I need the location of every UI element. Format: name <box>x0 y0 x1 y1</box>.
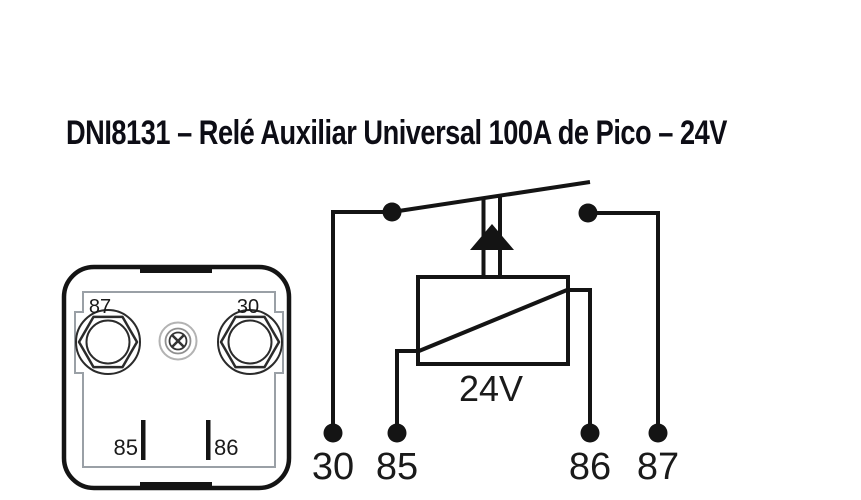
terminal-dot-87 <box>648 423 668 443</box>
socket-label-86: 86 <box>214 435 238 460</box>
coil-voltage-label: 24V <box>459 368 523 409</box>
circuit-label-85: 85 <box>376 446 418 488</box>
switch-blade <box>391 180 591 214</box>
stud-terminal-87-icon <box>75 309 141 375</box>
wire-terminal-30 <box>331 210 392 433</box>
switch-contact-dot-left <box>382 202 402 222</box>
socket-label-85: 85 <box>114 435 138 460</box>
coil-diagonal <box>418 288 568 353</box>
wire-terminal-85 <box>395 349 418 433</box>
terminal-dot-85 <box>387 423 407 443</box>
blade-terminal-85-icon <box>141 420 146 460</box>
switch-contact-dot-right <box>578 203 598 223</box>
socket-label-30: 30 <box>237 296 259 318</box>
wire-terminal-86 <box>568 288 592 433</box>
socket-label-87: 87 <box>89 296 111 318</box>
relay-socket-bottom-view: 87 30 85 86 <box>61 264 292 491</box>
terminal-dot-86 <box>580 423 600 443</box>
mounting-screw-icon <box>158 321 198 361</box>
relay-circuit-schematic <box>323 180 668 443</box>
blade-terminal-86-icon <box>206 420 211 460</box>
socket-inner-outline <box>74 291 284 468</box>
wire-terminal-87 <box>588 211 660 433</box>
circuit-label-86: 86 <box>569 446 611 488</box>
circuit-label-87: 87 <box>637 446 679 488</box>
circuit-label-30: 30 <box>312 446 354 488</box>
terminal-dot-30 <box>323 423 343 443</box>
actuator-arrow-icon <box>470 224 514 250</box>
page-title: DNI8131 – Relé Auxiliar Universal 100A d… <box>66 114 727 152</box>
stud-terminal-30-icon <box>217 309 283 375</box>
